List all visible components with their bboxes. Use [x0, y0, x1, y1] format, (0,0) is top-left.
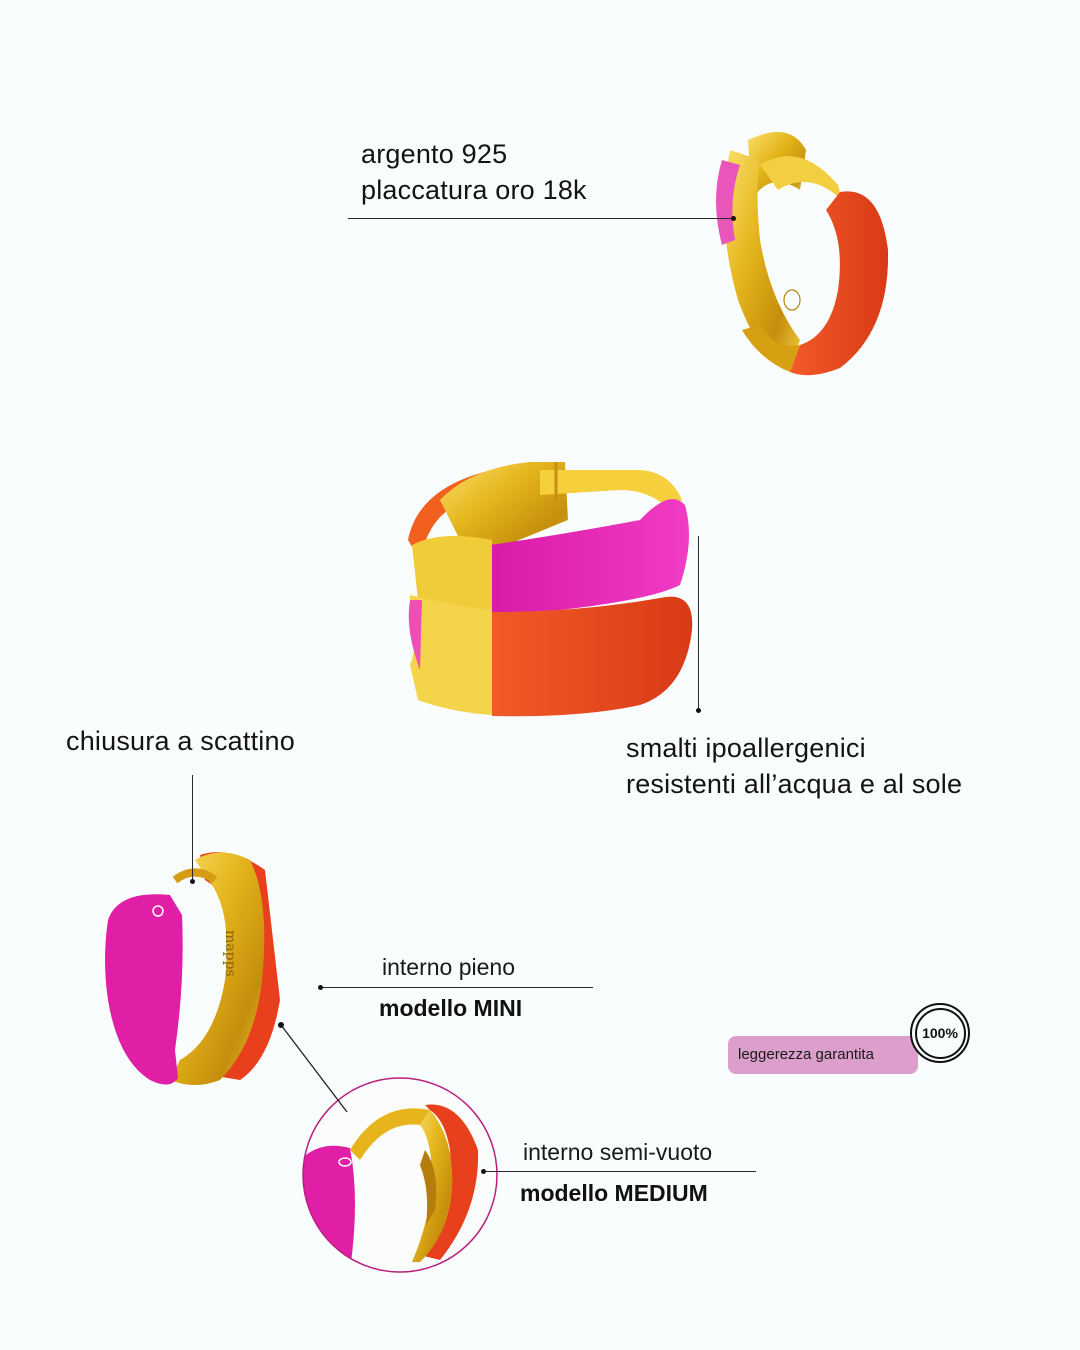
medium-detail-label: interno semi-vuoto — [523, 1139, 713, 1165]
enamel-callout: smalti ipoallergenici resistenti all’acq… — [626, 730, 962, 802]
stacked-hoops — [408, 462, 693, 717]
percent-seal-icon: 100% — [910, 1003, 970, 1063]
medium-zoom-circle — [302, 1077, 498, 1273]
enamel-label-line2: resistenti all’acqua e al sole — [626, 769, 963, 799]
enamel-leader-dot — [696, 708, 701, 713]
enamel-leader-line — [698, 536, 700, 711]
material-label-line1: argento 925 — [361, 139, 508, 169]
material-callout: argento 925 placcatura oro 18k — [361, 136, 587, 208]
material-leader-line — [348, 218, 733, 220]
clasp-label: chiusura a scattino — [66, 726, 295, 756]
svg-text:mapps: mapps — [222, 930, 238, 977]
percent-seal-text: 100% — [922, 1025, 958, 1041]
material-label-line2: placcatura oro 18k — [361, 175, 587, 205]
mini-leader-dot — [318, 985, 323, 990]
material-leader-dot — [731, 216, 736, 221]
mini-hoop: mapps — [105, 852, 280, 1085]
clasp-leader-dot — [190, 879, 195, 884]
medium-leader-line — [483, 1171, 756, 1173]
clasp-leader-line — [192, 775, 194, 881]
mini-leader-line — [320, 987, 593, 989]
medium-leader-dot — [481, 1169, 486, 1174]
enamel-label-line1: smalti ipoallergenici — [626, 733, 866, 763]
medium-model-label: modello MEDIUM — [520, 1180, 708, 1206]
mini-model-label: modello MINI — [379, 995, 523, 1021]
mini-detail-label: interno pieno — [382, 954, 515, 980]
lightness-badge-text: leggerezza garantita — [738, 1046, 874, 1063]
top-hoop — [716, 132, 889, 376]
lightness-badge: leggerezza garantita — [728, 1036, 918, 1074]
